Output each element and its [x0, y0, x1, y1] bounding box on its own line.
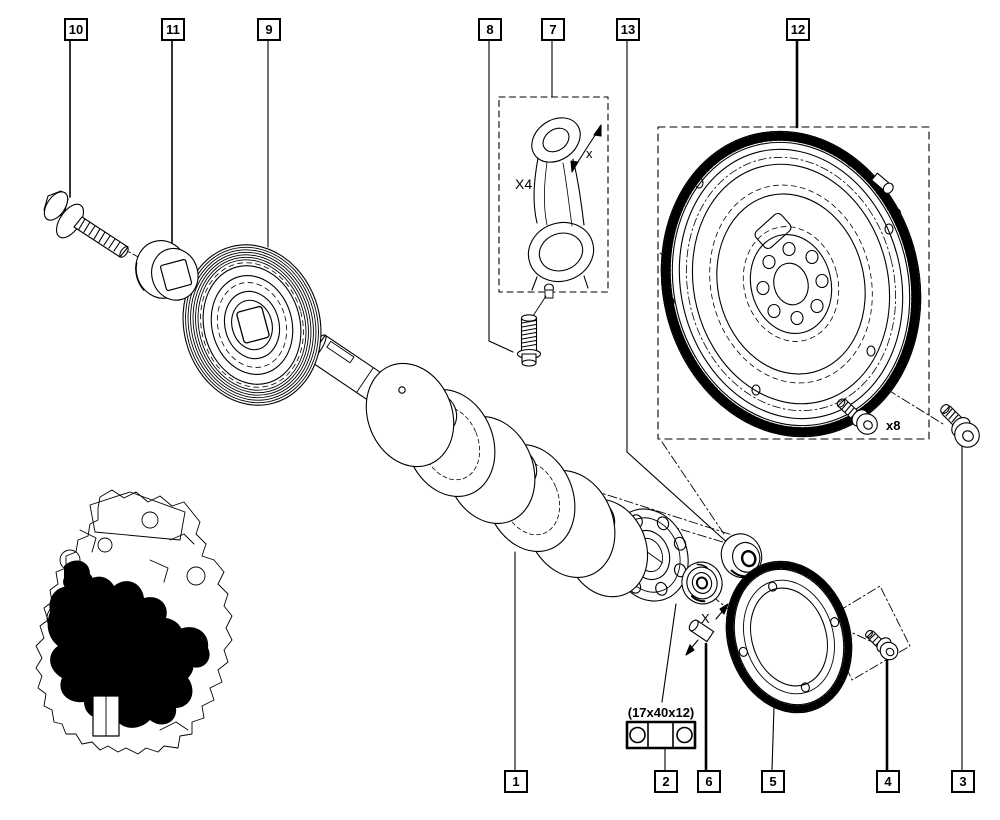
bolt-4	[865, 629, 899, 661]
pulley-hub	[135, 240, 199, 301]
callout-2[interactable]: 2	[654, 770, 678, 793]
callout-11-label: 11	[166, 22, 180, 37]
flywheel-rim-holes	[665, 155, 894, 396]
leader-lines	[69, 38, 963, 772]
callout-2-label: 2	[662, 774, 670, 789]
callout-7[interactable]: 7	[541, 18, 565, 41]
pilot-bearing	[681, 561, 723, 605]
callout-12[interactable]: 12	[786, 18, 810, 41]
flywheel-bolt-x8	[836, 398, 878, 435]
flywheel-box	[657, 126, 930, 440]
flywheel-bolt-qty-label: x8	[886, 418, 900, 433]
bearing-size-icon	[625, 720, 697, 750]
callout-3[interactable]: 3	[951, 770, 975, 793]
callout-13-label: 13	[620, 22, 636, 37]
callout-3-label: 3	[959, 774, 967, 789]
callout-8[interactable]: 8	[478, 18, 502, 41]
callout-1-label: 1	[512, 774, 520, 789]
callout-11[interactable]: 11	[161, 18, 185, 41]
rod-bolt	[516, 295, 547, 367]
flywheel-dowel-bolts	[871, 172, 902, 219]
callout-8-label: 8	[486, 22, 494, 37]
callout-5[interactable]: 5	[761, 770, 785, 793]
callout-5-label: 5	[769, 774, 777, 789]
flywheel-hub-holes	[756, 241, 829, 326]
rod-dimension-label: x	[586, 146, 593, 161]
callout-7-label: 7	[549, 22, 557, 37]
callout-1[interactable]: 1	[504, 770, 528, 793]
callout-4-label: 4	[884, 774, 892, 789]
callout-10[interactable]: 10	[64, 18, 88, 41]
pulley-bolt	[43, 190, 129, 258]
callout-9[interactable]: 9	[257, 18, 281, 41]
pin-dimension-label: X	[701, 611, 710, 626]
bolt-3	[940, 404, 980, 448]
callout-9-label: 9	[265, 22, 273, 37]
crankshaft-pulley	[182, 244, 322, 406]
connecting-rod-box	[498, 96, 609, 293]
flywheel-slot	[754, 212, 792, 250]
flywheel	[660, 130, 922, 438]
callout-10-label: 10	[68, 22, 84, 37]
callout-6[interactable]: 6	[697, 770, 721, 793]
rod-quantity-label: X4	[515, 176, 532, 192]
callout-6-label: 6	[705, 774, 713, 789]
sensor-target-ring	[725, 560, 853, 714]
crankshaft	[307, 334, 689, 602]
callout-13[interactable]: 13	[616, 18, 640, 41]
spigot-bushing	[720, 533, 763, 579]
dowel-pin	[685, 603, 729, 656]
bearing-size-label: (17x40x12)	[628, 705, 695, 720]
callout-4[interactable]: 4	[876, 770, 900, 793]
engine-thumbnail	[35, 489, 233, 755]
callout-12-label: 12	[790, 22, 806, 37]
connecting-rod	[527, 117, 602, 299]
